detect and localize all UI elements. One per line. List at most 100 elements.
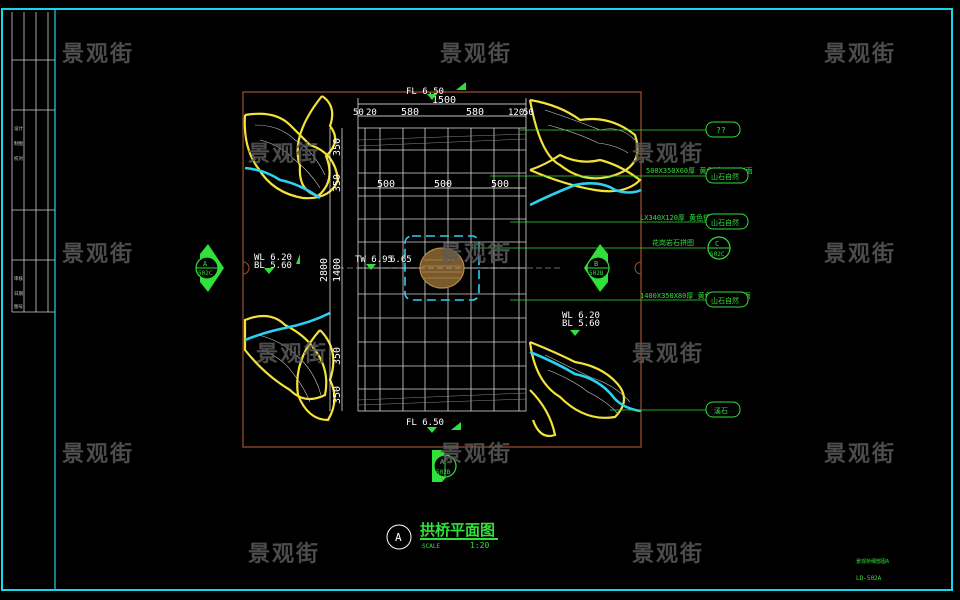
level-markers — [264, 82, 580, 433]
outer-frame — [1, 8, 953, 591]
section-callout: C 502C — [707, 236, 731, 260]
sheet-code: LD-502A — [856, 575, 882, 582]
fl-bottom-triangle — [427, 427, 437, 433]
plan-boundary — [242, 91, 642, 448]
watermark: 景观街 — [632, 542, 705, 567]
watermark: 景观街 — [62, 42, 135, 67]
svg-text:502C: 502C — [198, 270, 213, 277]
rockwork — [243, 95, 642, 438]
watermark: 景观街 — [440, 42, 513, 67]
water-edge — [244, 166, 642, 413]
watermark: 景观街 — [632, 342, 705, 367]
scale-label: SCALE — [422, 543, 440, 550]
callout-bubbles: ?? 山石自然 山石自然 山石自然 溪石 — [705, 121, 749, 418]
dim-top-0: 50 — [353, 108, 364, 118]
section-right: B 502B — [584, 244, 610, 292]
callout-leaders — [470, 129, 706, 411]
tw-label: TW 6.95 — [355, 255, 393, 265]
tb-row-1: 制图 — [14, 140, 23, 147]
level-text: FL 6.50 FL 6.50 WL 6.20 BL 5.60 WL 6.20 … — [254, 87, 600, 428]
callout-1-bubble: ?? — [716, 126, 726, 135]
callout-text: 500X350X60厚 黄色锈石 机刨面 LX340X120厚 黄色锈石 荔枝面… — [640, 166, 753, 300]
callout-5-bubble: 山石自然 — [711, 296, 739, 305]
tb-row-2: 校对 — [14, 155, 23, 162]
fl-bottom-label: FL 6.50 — [406, 418, 444, 428]
dim-top-total: 1500 — [432, 95, 456, 106]
watermark: 景观街 — [824, 242, 897, 267]
section-left: A 502C — [195, 244, 224, 292]
boundary-notch-left — [242, 261, 250, 275]
svg-text:A: A — [440, 458, 445, 466]
fl-top-triangle — [427, 94, 437, 100]
tw-triangle — [366, 264, 376, 270]
tb-row-4: 日期 — [14, 291, 23, 297]
dimension-lines — [329, 98, 527, 411]
dim-left-bottom-0: 350 — [332, 347, 343, 365]
section-bottom: A 502B — [432, 450, 457, 482]
watermark: 景观街 — [440, 442, 513, 467]
dimension-text: 1500 50 20 580 580 120 50 500 500 500 28… — [319, 95, 534, 404]
callout-5-text: 1400X350X80厚 黄色锈石 机刨面 — [640, 291, 751, 300]
inner-frame — [54, 8, 953, 591]
bl-left-label: BL 5.60 — [254, 261, 292, 271]
watermark: 景观街 — [256, 342, 329, 367]
watermark: 景观街 — [248, 542, 321, 567]
tb-row-5: 图号 — [14, 304, 23, 310]
dim-mid-1: 500 — [434, 179, 452, 190]
title-block-strip — [11, 12, 55, 313]
flag-left — [296, 254, 300, 264]
watermark: 景观街 — [248, 142, 321, 167]
boundary-notch-right — [634, 261, 642, 275]
fl-top-label: FL 6.50 — [406, 87, 444, 97]
wl-right-label: WL 6.20 — [562, 311, 600, 321]
tb-row-0: 设计 — [14, 125, 23, 132]
callout-2-text: 500X350X60厚 黄色锈石 机刨面 — [646, 166, 753, 175]
svg-text:502B: 502B — [589, 270, 604, 277]
drawing-title: 拱桥平面图 — [420, 521, 495, 539]
svg-text:B: B — [594, 260, 598, 268]
watermark: 景观街 — [440, 242, 513, 267]
scale-value: 1:20 — [470, 541, 489, 550]
svg-text:C: C — [715, 240, 719, 248]
deck-hatch — [357, 133, 527, 406]
callout-6-bubble: 溪石 — [714, 406, 728, 415]
callout-3-bubble: 山石自然 — [711, 218, 739, 227]
bl-right-label: BL 5.60 — [562, 319, 600, 329]
title-marker: A — [395, 531, 402, 544]
svg-text:502B: 502B — [436, 469, 451, 476]
drawing-title-block: A 拱桥平面图 SCALE 1:20 — [386, 521, 498, 550]
dim-top-2: 580 — [401, 107, 419, 118]
sheet-title: 景观桥细部图A — [856, 558, 889, 565]
dim-left-bottom-1: 350 — [332, 386, 343, 404]
dim-mid-2: 500 — [491, 179, 509, 190]
pond-medallion-hatch — [422, 259, 462, 279]
dim-left-sub: 1400 — [332, 258, 343, 282]
callout-3-text: LX340X120厚 黄色锈石 荔枝面 — [640, 213, 742, 222]
dim-top-1: 20 — [366, 108, 377, 118]
dim-left-top-1: 350 — [332, 174, 343, 192]
title-block-text: 设计 制图 校对 审核 日期 图号 — [14, 125, 23, 310]
svg-text:502C: 502C — [710, 251, 725, 258]
dim-top-3: 580 — [466, 107, 484, 118]
north-flag-bottom — [451, 422, 461, 430]
dim-mid-0: 500 — [377, 179, 395, 190]
dim-top-5: 50 — [523, 108, 534, 118]
north-flag-top — [456, 82, 466, 90]
wl-left-label: WL 6.20 — [254, 253, 292, 263]
svg-text:A: A — [203, 260, 208, 268]
wl-right-triangle — [570, 330, 580, 336]
watermark: 景观街 — [62, 442, 135, 467]
tb-row-3: 审核 — [14, 275, 23, 282]
watermark: 景观街 — [824, 42, 897, 67]
dim-left-total: 2800 — [319, 258, 330, 282]
bridge-deck — [357, 127, 527, 412]
callout-2-bubble: 山石自然 — [711, 172, 739, 181]
watermark: 景观街 — [824, 442, 897, 467]
wl-left-triangle — [264, 268, 274, 274]
dim-left-top-0: 350 — [332, 138, 343, 156]
watermark: 景观街 — [632, 142, 705, 167]
watermark: 景观街 — [62, 242, 135, 267]
callout-4-text: 花岗岩石拼图 — [652, 238, 694, 247]
dim-top-4: 120 — [508, 108, 524, 118]
